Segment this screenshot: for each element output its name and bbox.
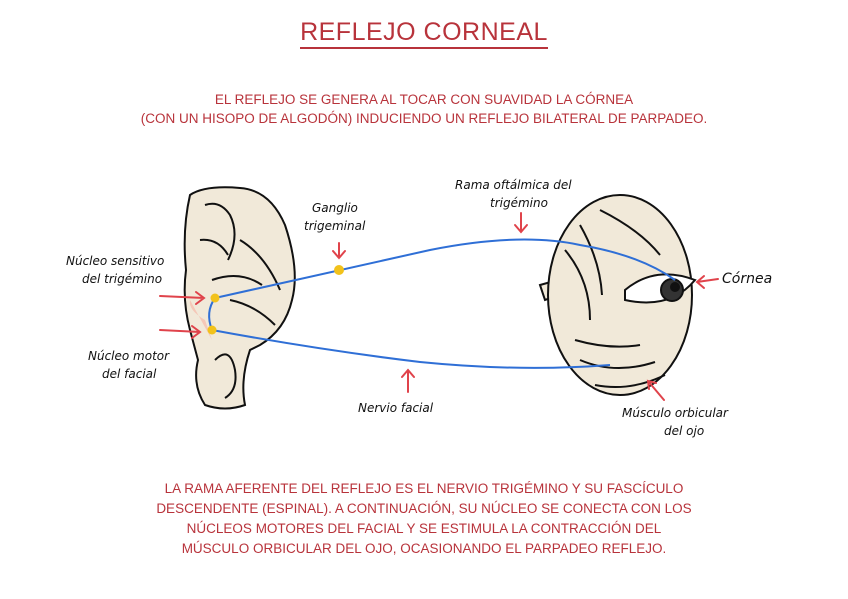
label-nucleo-motor-line1: Núcleo motor bbox=[88, 349, 170, 363]
label-musculo-line1: Músculo orbicular bbox=[622, 406, 729, 420]
arrow-rama bbox=[514, 212, 528, 234]
label-rama-line2: trigémino bbox=[490, 196, 548, 210]
arrow-ganglio bbox=[332, 242, 346, 260]
label-rama-line1: Rama oftálmica del bbox=[455, 178, 572, 192]
label-rama-oftalmica: Rama oftálmica del trigémino bbox=[455, 178, 572, 210]
sensory-nucleus-dot bbox=[210, 293, 220, 303]
eye-drawing bbox=[538, 194, 697, 396]
arrow-cornea bbox=[695, 275, 719, 289]
label-ganglio-line2: trigeminal bbox=[304, 219, 366, 233]
intro-line: (CON UN HISOPO DE ALGODÓN) INDUCIENDO UN… bbox=[140, 111, 708, 126]
trigeminal-nerve bbox=[214, 238, 676, 299]
label-nervio-facial: Nervio facial bbox=[358, 401, 434, 415]
label-cornea: Córnea bbox=[722, 271, 772, 287]
explanation-line: DESCENDENTE (ESPINAL). A CONTINUACIÓN, S… bbox=[156, 501, 692, 516]
explanation-text: LA RAMA AFERENTE DEL REFLEJO ES EL NERVI… bbox=[60, 479, 788, 559]
label-musculo-line2: del ojo bbox=[664, 424, 704, 438]
intro-text: EL REFLEJO SE GENERA AL TOCAR CON SUAVID… bbox=[60, 90, 788, 128]
arrow-motor bbox=[159, 325, 202, 339]
intro-line: EL REFLEJO SE GENERA AL TOCAR CON SUAVID… bbox=[214, 92, 634, 107]
label-nucleo-sensitivo-line2: del trigémino bbox=[82, 272, 162, 286]
explanation-line: NÚCLEOS MOTORES DEL FACIAL Y SE ESTIMULA… bbox=[186, 521, 662, 536]
explanation-line: MÚSCULO ORBICULAR DEL OJO, OCASIONANDO E… bbox=[181, 541, 667, 556]
label-musculo: Músculo orbicular del ojo bbox=[622, 406, 729, 438]
page-title: REFLEJO CORNEAL bbox=[0, 18, 848, 49]
label-ganglio: Ganglio trigeminal bbox=[304, 201, 366, 233]
arrow-musculo bbox=[646, 379, 665, 401]
arrow-sensitivo bbox=[159, 291, 206, 305]
trigeminal-ganglion-dot bbox=[334, 265, 344, 275]
label-nucleo-sensitivo-line1: Núcleo sensitivo bbox=[66, 254, 164, 268]
motor-nucleus-dot bbox=[207, 325, 217, 335]
arrow-nervio bbox=[401, 368, 415, 393]
label-nucleo-motor-line2: del facial bbox=[102, 367, 157, 381]
facial-nerve bbox=[211, 329, 611, 369]
pointer-arrows bbox=[159, 212, 719, 401]
label-nucleo-motor: Núcleo motor del facial bbox=[88, 349, 170, 381]
label-ganglio-line1: Ganglio bbox=[312, 201, 358, 215]
explanation-line: LA RAMA AFERENTE DEL REFLEJO ES EL NERVI… bbox=[164, 481, 684, 496]
label-nucleo-sensitivo: Núcleo sensitivo del trigémino bbox=[66, 254, 164, 286]
